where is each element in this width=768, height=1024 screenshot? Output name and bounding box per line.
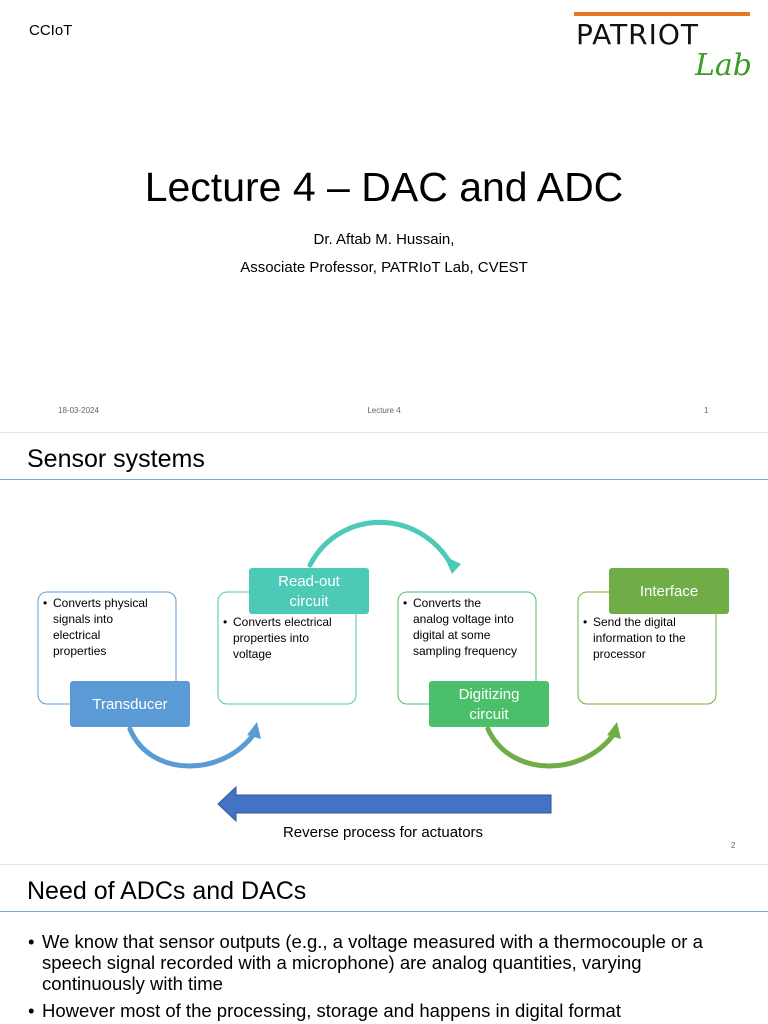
stage-label-4: Interface	[640, 583, 698, 600]
bullet-dot: •	[43, 596, 47, 610]
bullet-item: However most of the processing, storage …	[28, 1000, 748, 1021]
logo-sub-text: Lab	[695, 48, 753, 83]
bullet-item: We know that sensor outputs (e.g., a vol…	[28, 931, 748, 994]
footer-center: Lecture 4	[367, 406, 401, 415]
logo-main-text: PATRIOT	[576, 18, 700, 51]
title-slide: CCIoT PATRIOT Lab Lecture 4 – DAC and AD…	[0, 0, 768, 430]
patriot-lab-logo: PATRIOT Lab	[574, 10, 753, 84]
footer-date: 18-03-2024	[58, 406, 99, 415]
affiliation: Associate Professor, PATRIoT Lab, CVEST	[240, 259, 528, 276]
slide-title: Need of ADCs and DACs	[27, 877, 307, 905]
stage-label-box-4	[609, 568, 729, 614]
adc-dac-slide: Need of ADCs and DACs We know that senso…	[0, 864, 768, 1024]
arrow-head-2	[444, 556, 461, 574]
bullet-dot: •	[583, 615, 587, 629]
page-number: 1	[704, 406, 709, 415]
stage-label-box-2	[249, 568, 369, 614]
logo-bar	[574, 12, 750, 16]
arrow-head-1	[247, 722, 261, 739]
reverse-label: Reverse process for actuators	[283, 824, 483, 841]
connector-arrow-2	[307, 520, 455, 569]
bullet-dot: •	[223, 615, 227, 629]
connector-arrow-1	[127, 726, 259, 769]
header-tag: CCIoT	[29, 22, 73, 39]
arrow-head-3	[607, 722, 621, 739]
page-number: 2	[731, 841, 736, 850]
slide-title: Lecture 4 – DAC and ADC	[144, 164, 624, 210]
title-rule	[0, 911, 768, 912]
bullet-dot: •	[403, 596, 407, 610]
stage-label-1: Transducer	[92, 696, 167, 713]
stage-label-box-1	[70, 681, 190, 727]
bullet-list: We know that sensor outputs (e.g., a vol…	[28, 931, 748, 1024]
stage-label-box-3	[429, 681, 549, 727]
connector-arrow-3	[485, 726, 619, 769]
title-rule	[0, 479, 768, 480]
author: Dr. Aftab M. Hussain,	[313, 231, 455, 248]
reverse-arrow	[217, 785, 552, 823]
slide-title: Sensor systems	[27, 445, 205, 473]
